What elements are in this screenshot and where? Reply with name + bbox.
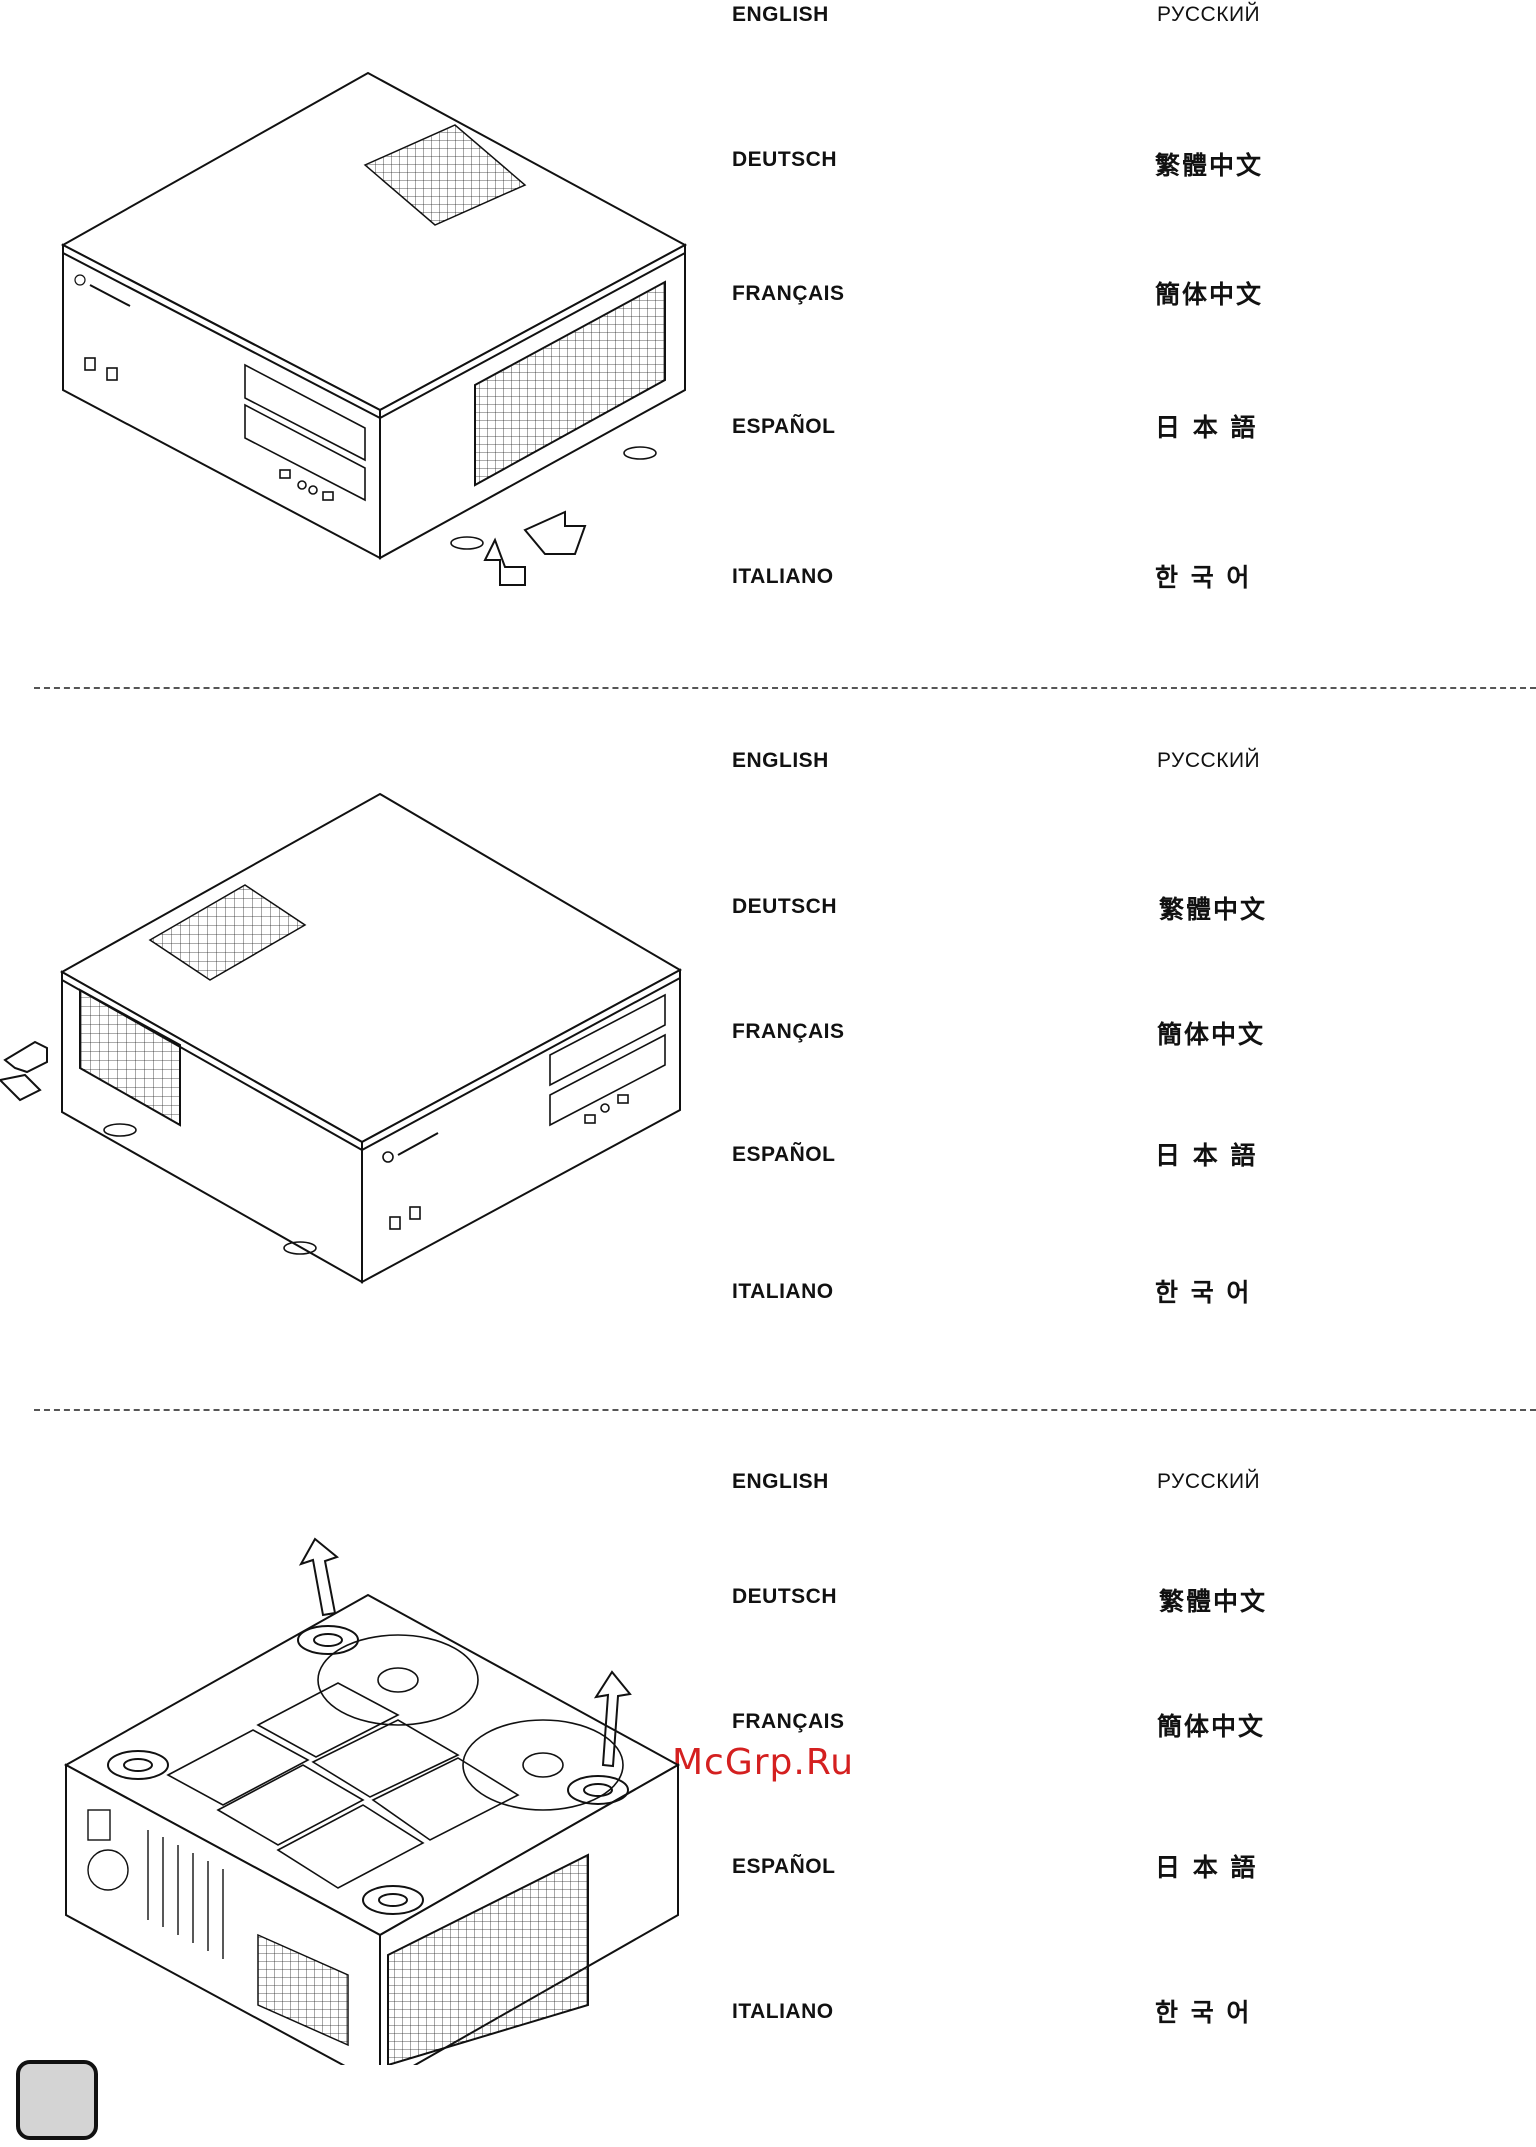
lang-label-italiano: ITALIANO <box>732 2000 834 2024</box>
lang-label-korean: 한 국 어 <box>1155 1993 1251 2029</box>
section-1: ENGLISH DEUTSCH FRANÇAIS ESPAÑOL ITALIAN… <box>0 0 1536 690</box>
lang-label-russian: РУССКИЙ <box>1157 3 1260 27</box>
lang-label-espanol: ESPAÑOL <box>732 1855 835 1879</box>
lang-label-simplified-chinese: 簡体中文 <box>1157 1707 1265 1743</box>
case-bottom-illustration <box>58 1465 698 2065</box>
lang-label-english: ENGLISH <box>732 749 829 773</box>
lang-label-italiano: ITALIANO <box>732 565 834 589</box>
lang-label-francais: FRANÇAIS <box>732 1710 845 1734</box>
section-3: ENGLISH DEUTSCH FRANÇAIS ESPAÑOL ITALIAN… <box>0 1410 1536 2147</box>
case-front-side-illustration <box>55 60 695 600</box>
lang-label-deutsch: DEUTSCH <box>732 148 837 172</box>
lang-label-traditional-chinese: 繁體中文 <box>1159 890 1267 926</box>
section-divider <box>34 687 1536 689</box>
lang-label-simplified-chinese: 簡体中文 <box>1157 1015 1265 1051</box>
lang-label-espanol: ESPAÑOL <box>732 415 835 439</box>
lang-label-simplified-chinese: 簡体中文 <box>1155 275 1263 311</box>
lang-label-francais: FRANÇAIS <box>732 1020 845 1044</box>
lang-label-russian: РУССКИЙ <box>1157 749 1260 773</box>
lang-label-japanese: 日 本 語 <box>1155 1848 1257 1884</box>
case-front-other-side-illustration <box>0 790 700 1290</box>
lang-label-english: ENGLISH <box>732 3 829 27</box>
lang-label-traditional-chinese: 繁體中文 <box>1159 1582 1267 1618</box>
lang-label-english: ENGLISH <box>732 1470 829 1494</box>
page-number-box <box>16 2060 98 2140</box>
lang-label-italiano: ITALIANO <box>732 1280 834 1304</box>
lang-label-korean: 한 국 어 <box>1155 558 1251 594</box>
section-2: ENGLISH DEUTSCH FRANÇAIS ESPAÑOL ITALIAN… <box>0 690 1536 1410</box>
lang-label-russian: РУССКИЙ <box>1157 1470 1260 1494</box>
lang-label-deutsch: DEUTSCH <box>732 1585 837 1609</box>
lang-label-japanese: 日 本 語 <box>1155 1136 1257 1172</box>
lang-label-deutsch: DEUTSCH <box>732 895 837 919</box>
lang-label-espanol: ESPAÑOL <box>732 1143 835 1167</box>
lang-label-francais: FRANÇAIS <box>732 282 845 306</box>
lang-label-japanese: 日 本 語 <box>1155 408 1257 444</box>
lang-label-korean: 한 국 어 <box>1155 1273 1251 1309</box>
lang-label-traditional-chinese: 繁體中文 <box>1155 146 1263 182</box>
